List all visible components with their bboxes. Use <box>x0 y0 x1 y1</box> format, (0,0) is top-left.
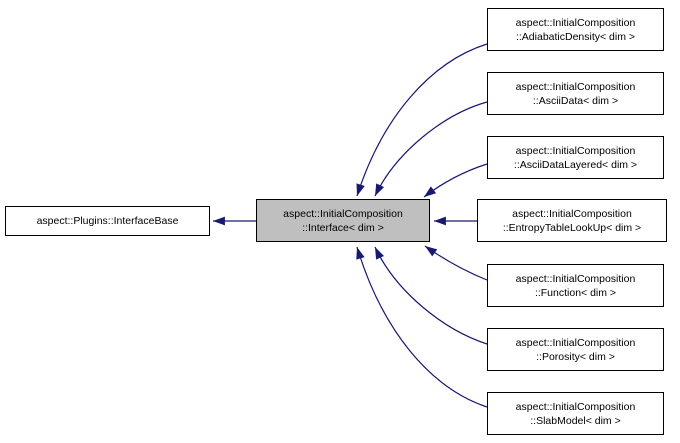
edge-ascii-data-layered-to-interface <box>423 163 488 198</box>
edge-function-to-interface <box>424 245 488 281</box>
class-name-line: ::Interface< dim > <box>302 221 384 234</box>
edge-ascii-data-to-interface <box>374 101 488 197</box>
class-name-line: ::AdiabaticDensity< dim > <box>515 30 636 43</box>
class-name-line: ::AsciiData< dim > <box>532 94 619 107</box>
class-box-function[interactable]: aspect::InitialComposition ::Function< d… <box>487 264 664 307</box>
class-name-line: aspect::Plugins::InterfaceBase <box>36 215 179 227</box>
edge-porosity-to-interface <box>374 246 488 345</box>
class-box-initial-composition-interface: aspect::InitialComposition ::Interface< … <box>256 199 430 242</box>
class-name-line: ::AsciiDataLayered< dim > <box>513 158 638 171</box>
class-name-line: aspect::InitialComposition <box>512 207 632 220</box>
class-box-plugins-interface-base[interactable]: aspect::Plugins::InterfaceBase <box>5 206 210 236</box>
edge-adiabatic-density-to-interface <box>356 43 488 197</box>
class-name-line: ::EntropyTableLookUp< dim > <box>502 221 642 234</box>
class-name-line: aspect::InitialComposition <box>515 16 636 29</box>
edge-slab-model-to-interface <box>356 246 488 408</box>
class-box-porosity[interactable]: aspect::InitialComposition ::Porosity< d… <box>487 328 664 371</box>
class-name-line: ::Porosity< dim > <box>536 350 615 363</box>
class-box-ascii-data[interactable]: aspect::InitialComposition ::AsciiData< … <box>487 72 664 115</box>
class-name-line: aspect::InitialComposition <box>515 144 636 157</box>
class-name-line: ::SlabModel< dim > <box>530 414 621 427</box>
class-box-ascii-data-layered[interactable]: aspect::InitialComposition ::AsciiDataLa… <box>487 136 664 179</box>
class-name-line: ::Function< dim > <box>534 286 617 299</box>
class-box-entropy-table-lookup[interactable]: aspect::InitialComposition ::EntropyTabl… <box>477 199 667 242</box>
class-name-line: aspect::InitialComposition <box>515 336 636 349</box>
class-box-slab-model[interactable]: aspect::InitialComposition ::SlabModel< … <box>487 392 664 435</box>
class-name-line: aspect::InitialComposition <box>515 400 636 413</box>
class-box-adiabatic-density[interactable]: aspect::InitialComposition ::AdiabaticDe… <box>487 8 664 51</box>
class-name-line: aspect::InitialComposition <box>283 207 403 220</box>
class-name-line: aspect::InitialComposition <box>515 80 636 93</box>
class-name-line: aspect::InitialComposition <box>515 272 636 285</box>
